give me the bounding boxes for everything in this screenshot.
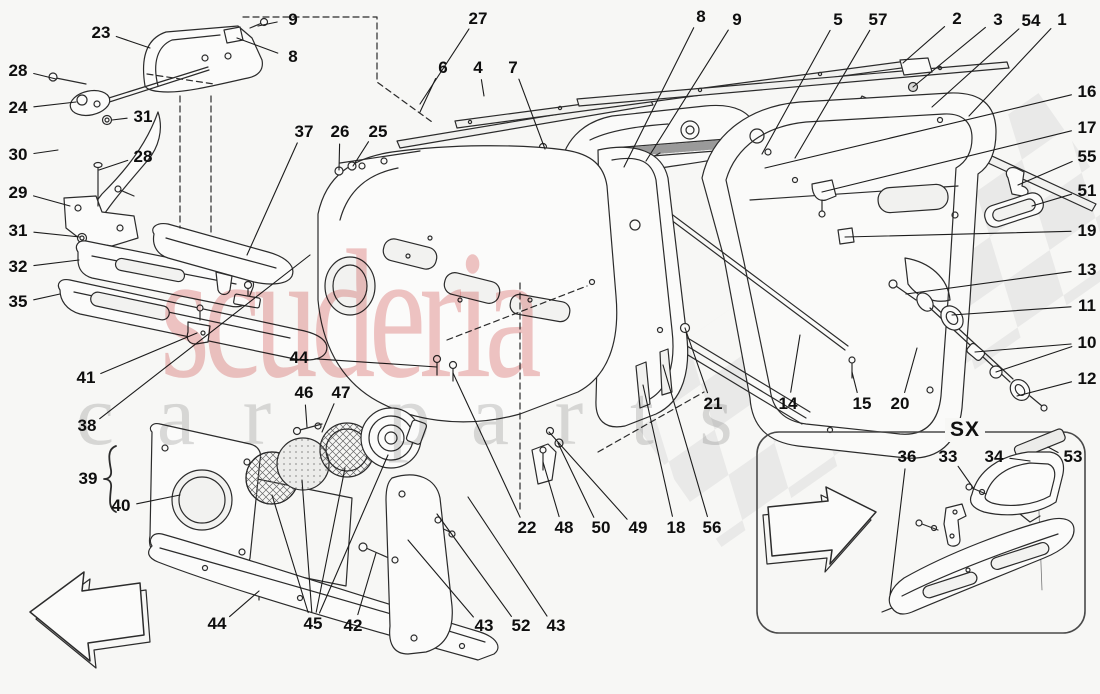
callout-5: 5 (833, 10, 843, 29)
callout-51: 51 (1077, 181, 1097, 200)
callout-4: 4 (473, 58, 483, 77)
callout-43: 43 (474, 616, 494, 635)
callout-30: 30 (8, 145, 28, 164)
callout-11: 11 (1078, 296, 1096, 315)
callout-28: 28 (133, 147, 153, 166)
callout-57: 57 (868, 10, 888, 29)
callout-2: 2 (952, 9, 962, 28)
callout-27: 27 (468, 9, 488, 28)
callout-35: 35 (8, 292, 28, 311)
callout-14: 14 (778, 394, 798, 413)
callout-18: 18 (666, 518, 686, 537)
callout-19: 19 (1077, 221, 1097, 240)
callout-37: 37 (294, 122, 314, 141)
callout-34: 34 (984, 447, 1004, 466)
callout-38: 38 (77, 416, 97, 435)
callout-17: 17 (1077, 118, 1097, 137)
callout-44: 44 (289, 348, 309, 367)
callout-55: 55 (1077, 147, 1097, 166)
callout-12: 12 (1077, 369, 1097, 388)
callout-50: 50 (591, 518, 611, 537)
callout-44: 44 (207, 614, 227, 633)
callout-52: 52 (511, 616, 531, 635)
callout-40: 40 (111, 496, 131, 515)
door-shell (701, 92, 997, 459)
callout-13: 13 (1077, 260, 1097, 279)
callout-15: 15 (852, 394, 872, 413)
callout-53: 53 (1063, 447, 1083, 466)
callout-47: 47 (331, 383, 351, 402)
brace-39 (103, 445, 117, 513)
leader-lines (32, 21, 1073, 618)
callout-9: 9 (288, 10, 298, 29)
sx-inset (756, 428, 1086, 634)
callout-25: 25 (368, 122, 388, 141)
callout-43: 43 (546, 616, 566, 635)
callout-22: 22 (517, 518, 537, 537)
lock-parts (811, 167, 1048, 412)
callout-16: 16 (1077, 82, 1097, 101)
window-rail (396, 57, 1097, 212)
callout-8: 8 (288, 47, 298, 66)
callout-46: 46 (294, 383, 314, 402)
callout-3: 3 (993, 10, 1003, 29)
callout-49: 49 (628, 518, 648, 537)
callout-56: 56 (702, 518, 722, 537)
construction-lines (146, 16, 705, 513)
callout-36: 36 (897, 447, 917, 466)
callout-39: 39 (78, 469, 98, 488)
callout-42: 42 (343, 616, 363, 635)
callout-45: 45 (303, 614, 323, 633)
callout-24: 24 (8, 98, 28, 117)
callout-9: 9 (732, 10, 742, 29)
callout-26: 26 (330, 122, 350, 141)
callout-54: 54 (1021, 11, 1041, 30)
callout-21: 21 (703, 394, 723, 413)
callout-6: 6 (438, 58, 448, 77)
callout-48: 48 (554, 518, 574, 537)
direction-arrow (29, 571, 151, 669)
inset-label-sx: SX (944, 418, 986, 442)
callout-1: 1 (1057, 10, 1067, 29)
left-trims (57, 111, 357, 361)
callout-33: 33 (938, 447, 958, 466)
door-panel (317, 145, 618, 423)
callout-29: 29 (8, 183, 28, 202)
callout-7: 7 (508, 58, 518, 77)
callout-28: 28 (8, 61, 28, 80)
callout-23: 23 (91, 23, 111, 42)
callout-31: 31 (133, 107, 153, 126)
callout-32: 32 (8, 257, 28, 276)
callout-41: 41 (76, 368, 96, 387)
callout-8: 8 (696, 7, 706, 26)
speaker-cluster (148, 407, 564, 661)
callout-10: 10 (1077, 333, 1097, 352)
callout-20: 20 (890, 394, 910, 413)
callout-31: 31 (8, 221, 28, 240)
upper-bracket-23 (48, 17, 269, 126)
